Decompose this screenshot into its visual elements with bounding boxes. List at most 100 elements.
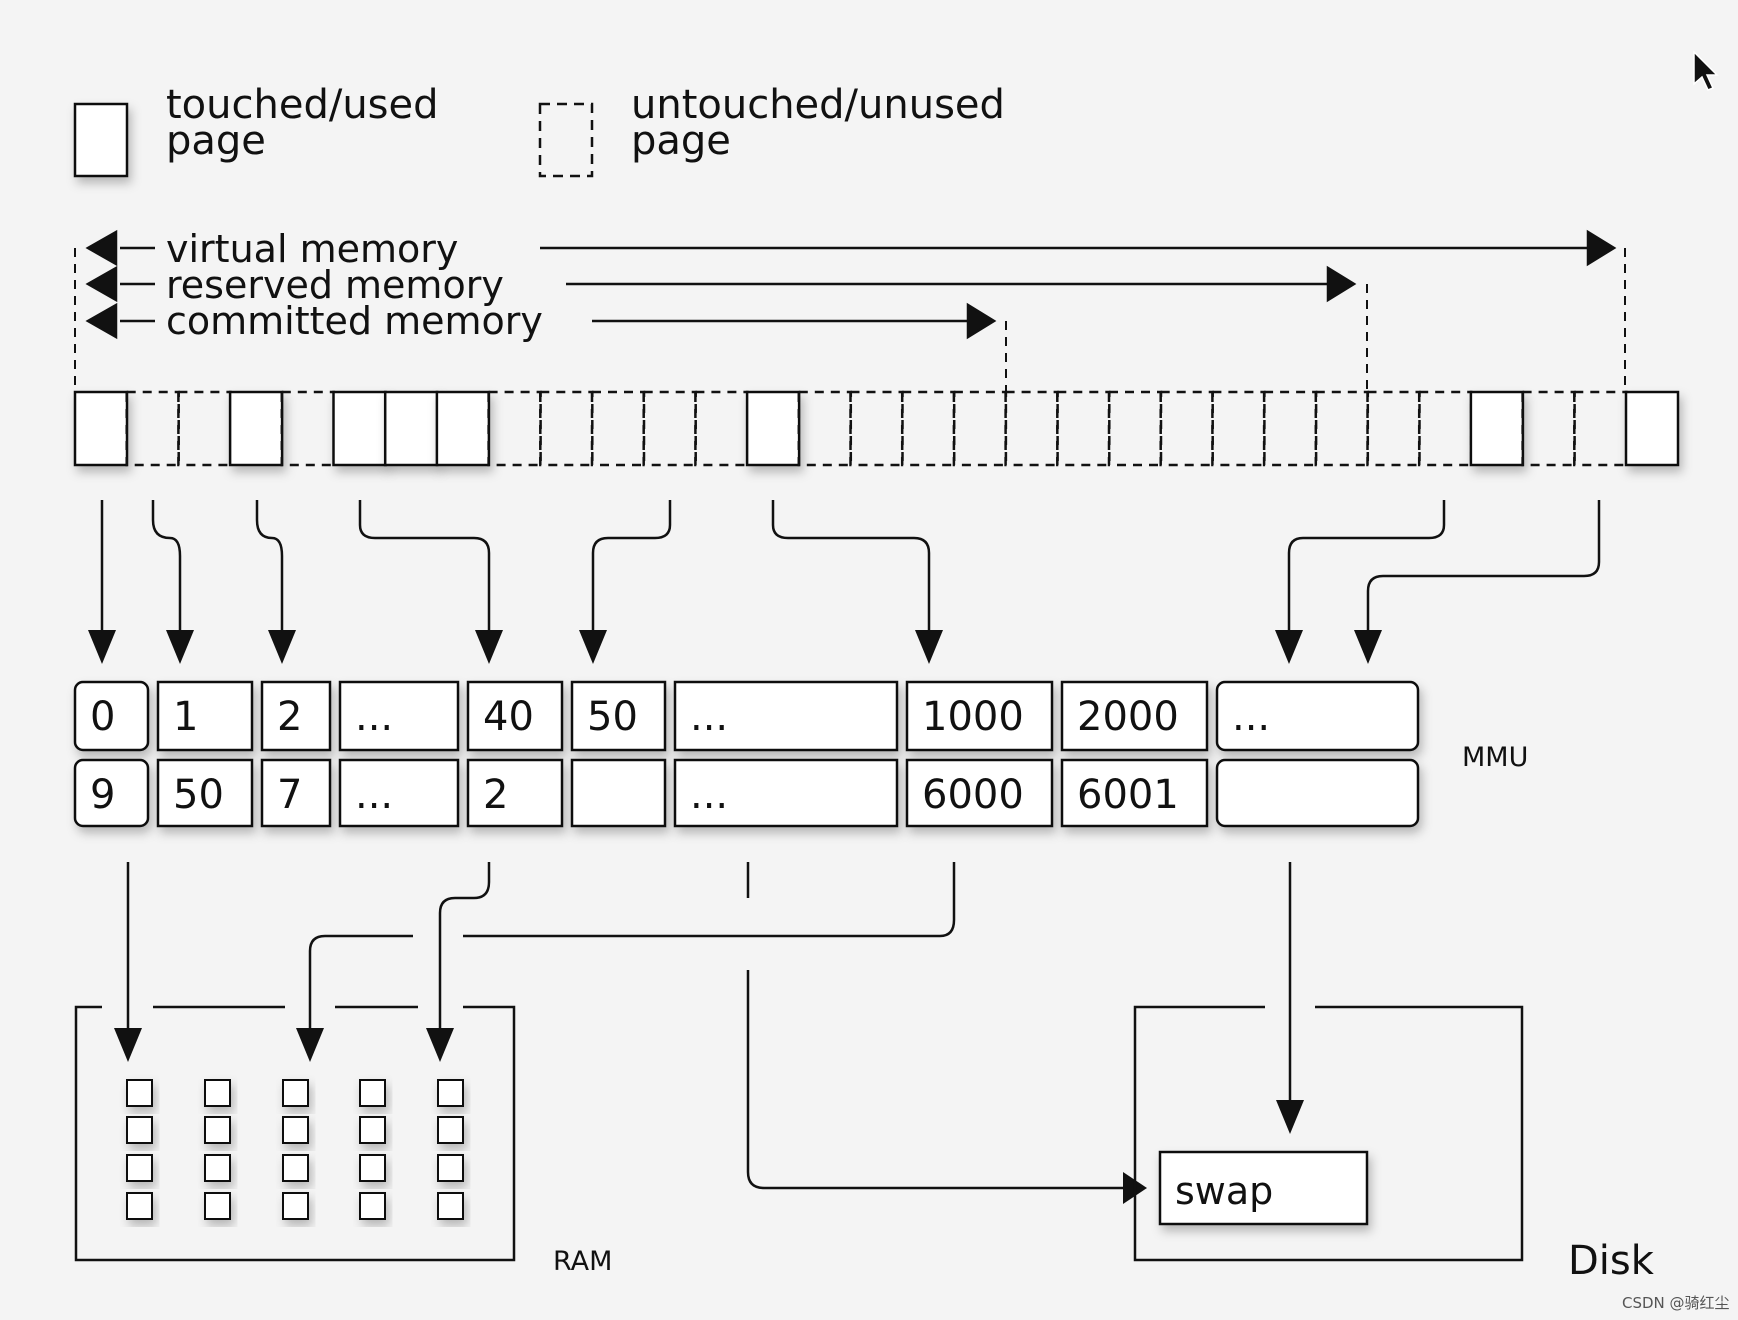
legend-unused-page-icon: [538, 102, 594, 178]
mmu-cell-value: 1: [173, 694, 199, 740]
mmu-cell-value: 40: [483, 694, 534, 740]
page-used: [73, 390, 129, 467]
ram-page: [126, 1192, 153, 1220]
page-unused: [125, 390, 180, 467]
swap-box: [1158, 1150, 1369, 1226]
page-used: [1624, 390, 1680, 467]
ram-page: [282, 1079, 309, 1107]
page-unused: [1521, 390, 1576, 467]
mmu-cell-value: 2000: [1077, 694, 1179, 740]
mmu-cell-value: 7: [277, 772, 303, 818]
mmu-cell-value: ...: [355, 772, 394, 818]
page-unused: [1573, 390, 1628, 467]
mmu-cell: [570, 758, 667, 828]
page-unused: [177, 390, 232, 467]
legend-used-label-line1: touched/used: [166, 82, 439, 128]
page-unused: [1056, 390, 1111, 467]
ram-page: [126, 1154, 153, 1182]
page-unused: [797, 390, 853, 467]
page-used: [332, 390, 387, 467]
legend-used-page-icon: [73, 102, 129, 178]
mmu-cell-value: 2: [277, 694, 303, 740]
legend-unused-label-line2: page: [631, 118, 731, 164]
mmu-cell-value: 2: [483, 772, 509, 818]
mmu-cell-value: 6000: [922, 772, 1024, 818]
ram-page: [437, 1116, 464, 1144]
mmu-cell-value: 6001: [1077, 772, 1179, 818]
page-unused: [694, 390, 749, 467]
mmu-cell: [1215, 758, 1420, 828]
mmu-cell: [338, 758, 460, 828]
ram-page: [126, 1116, 153, 1144]
reserved-memory-label: reserved memory: [166, 263, 504, 307]
page-used: [383, 390, 439, 467]
mmu-cell-value: 0: [90, 694, 116, 740]
ram-page-grid: [126, 1079, 464, 1220]
page-used: [745, 390, 801, 467]
mmu-cell: [466, 758, 564, 828]
ram-box: [74, 1005, 516, 1262]
mmu-cell-value: ...: [690, 694, 729, 740]
ram-page: [437, 1079, 464, 1107]
ram-page: [359, 1116, 386, 1144]
mmu-table: [73, 680, 1420, 828]
ram-page: [126, 1079, 153, 1107]
mmu-cell: [1060, 680, 1209, 752]
page-used: [1469, 390, 1525, 467]
mmu-cell: [156, 758, 254, 828]
ram-page: [204, 1116, 231, 1144]
mmu-cell-value: ...: [355, 694, 394, 740]
page-unused: [900, 390, 956, 467]
mmu-cell: [260, 758, 332, 828]
mmu-cell: [905, 680, 1054, 752]
virtual-memory-label: virtual memory: [166, 227, 459, 271]
mmu-cell: [905, 758, 1054, 828]
ram-page: [204, 1154, 231, 1182]
mmu-cell: [673, 758, 899, 828]
page-unused: [1159, 390, 1214, 467]
page-to-mmu-arrowheads: [88, 630, 1382, 664]
ram-page: [437, 1154, 464, 1182]
mmu-cell: [570, 680, 667, 752]
page-unused: [642, 390, 697, 467]
page-unused: [487, 390, 542, 467]
watermark: CSDN @骑红尘: [1622, 1294, 1730, 1312]
mmu-cell-value: ...: [690, 772, 729, 818]
mmu-cell: [73, 758, 150, 828]
mmu-cell: [73, 680, 150, 752]
page-unused: [1107, 390, 1163, 467]
ram-page: [437, 1192, 464, 1220]
page-unused: [1417, 390, 1473, 467]
page-unused: [1004, 390, 1059, 467]
mmu-cell: [1060, 758, 1209, 828]
mmu-cell: [466, 680, 564, 752]
page-unused: [1211, 390, 1266, 467]
ram-page: [204, 1079, 231, 1107]
disk-label: Disk: [1568, 1238, 1654, 1284]
swap-label: swap: [1175, 1169, 1274, 1213]
page-to-mmu-arrows: [100, 500, 1601, 635]
page-unused: [952, 390, 1008, 467]
page-unused: [280, 390, 336, 467]
ram-page: [282, 1116, 309, 1144]
legend-unused-label-line1: untouched/unused: [631, 82, 1005, 128]
mouse-pointer-icon: [1693, 50, 1719, 91]
ram-page: [359, 1154, 386, 1182]
mmu-label: MMU: [1462, 742, 1529, 773]
legend-used-label-line2: page: [166, 118, 266, 164]
disk-box: [1133, 1005, 1524, 1262]
mmu-cell: [1215, 680, 1420, 752]
mmu-cell-value: ...: [1232, 694, 1271, 740]
page-unused: [1262, 390, 1318, 467]
mmu-cell-value: 9: [90, 772, 116, 818]
page-unused: [539, 390, 594, 467]
ram-page: [204, 1192, 231, 1220]
mmu-to-storage-lines: [126, 862, 1292, 1190]
mmu-cell: [156, 680, 254, 752]
page-unused: [1314, 390, 1370, 467]
committed-memory-label: committed memory: [166, 299, 543, 343]
page-unused: [1366, 390, 1421, 467]
mmu-cell-value: 1000: [922, 694, 1024, 740]
